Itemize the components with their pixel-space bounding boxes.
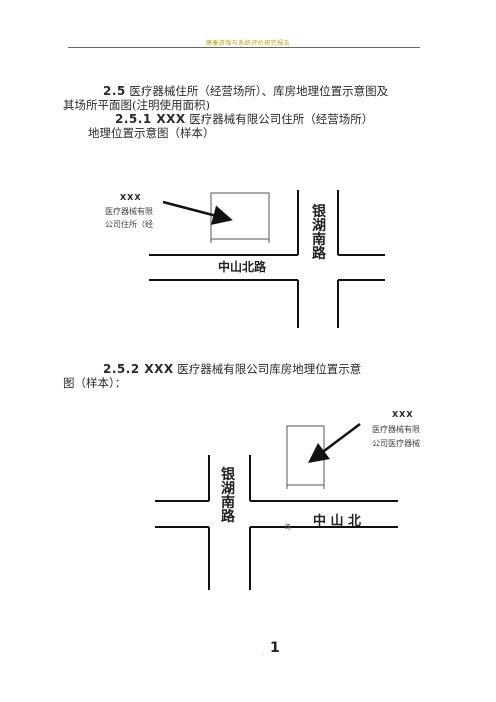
page-number: 1 xyxy=(270,640,280,656)
section-2-5-1-line1: 2.5.1 XXX 医疗器械有限公司住所（经营场所） xyxy=(115,112,373,126)
section-2-5-number: 2.5 xyxy=(103,84,126,98)
diagram1-company-line2: 公司住所（经 xyxy=(105,220,153,229)
diagram2-road-horizontal: 中 山 北 xyxy=(313,514,362,529)
diagram1-road-vertical: 银湖南路 xyxy=(312,204,326,262)
diagram2-road-horizontal-tail: 路 xyxy=(285,524,292,531)
header-rule xyxy=(68,47,420,48)
diagram1-road-horizontal: 中山北路 xyxy=(218,260,267,274)
section-2-5-1-text2: 地理位置示意图（样本） xyxy=(88,126,215,140)
diagram2-road-vertical: 银湖南路 xyxy=(221,467,235,525)
page-header: 健康游戏与系统评价研究报告 xyxy=(205,40,291,47)
section-2-5-text1: 医疗器械住所（经营场所）、库房地理位置示意图及 xyxy=(129,84,389,98)
section-2-5-2-text2: 图（样本）： xyxy=(63,376,127,390)
diagram2-company-line1: 医疗器械有限 xyxy=(372,425,420,434)
section-2-5-2-line1: 2.5.2 XXX 医疗器械有限公司库房地理位置示意 xyxy=(103,362,361,376)
arrow-1 xyxy=(162,200,233,225)
diagram2-company-line2: 公司医疗器械 xyxy=(372,439,420,448)
section-2-5-1-text1: 医疗器械有限公司住所（经营场所） xyxy=(189,112,374,126)
footer-dot: . xyxy=(262,650,264,657)
diagram2-company-xxx: XXX xyxy=(392,410,414,419)
section-2-5-1-number: 2.5.1 XXX xyxy=(115,112,186,126)
diagram1-company-line1: 医疗器械有限 xyxy=(105,207,153,216)
section-2-5-2-number: 2.5.2 XXX xyxy=(103,362,174,376)
section-2-5-line1: 2.5 医疗器械住所（经营场所）、库房地理位置示意图及 xyxy=(103,84,388,98)
diagram1-company-xxx: XXX xyxy=(120,193,142,202)
arrow-2 xyxy=(308,423,361,463)
section-2-5-text2: 其场所平面图(注明使用面积) xyxy=(63,98,210,112)
section-2-5-2-text1: 医疗器械有限公司库房地理位置示意 xyxy=(177,362,362,376)
